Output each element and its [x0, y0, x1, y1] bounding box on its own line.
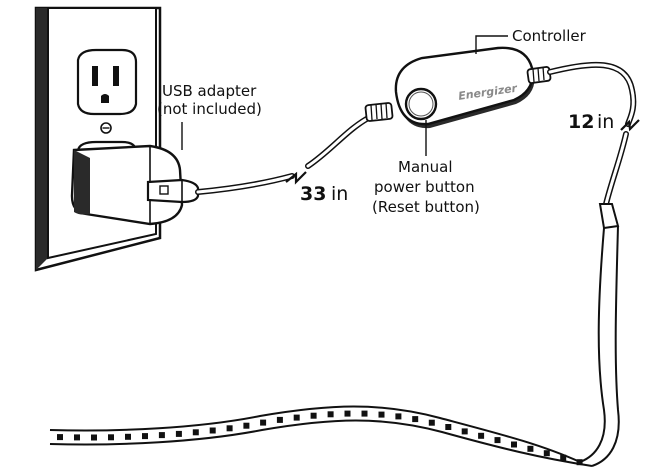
- led-chip: [560, 454, 567, 461]
- led-chip: [478, 432, 485, 439]
- led-chip: [327, 411, 334, 418]
- led-chip: [276, 416, 283, 423]
- controller-label: Controller: [512, 27, 587, 45]
- led-chip: [344, 410, 351, 417]
- plate-screw: [100, 122, 112, 134]
- led-chip: [527, 445, 534, 452]
- led-chip: [243, 422, 250, 429]
- manual-label-line2: power button: [374, 178, 475, 196]
- cable-a-length-unit: in: [331, 183, 348, 205]
- led-chip: [108, 434, 114, 441]
- cable-controller-to-strip: [526, 61, 637, 230]
- cable-break-icon-2: [620, 119, 640, 132]
- manual-label-line3: (Reset button): [372, 198, 480, 216]
- led-chip: [158, 432, 165, 439]
- dimension-cable-a: 33 in: [300, 183, 348, 205]
- dimension-cable-b: 12 in: [568, 111, 614, 133]
- cable-usb-to-controller: [195, 102, 394, 195]
- upper-receptacle: [76, 48, 138, 116]
- wall-outlet-icon: [34, 6, 162, 272]
- label-usb-adapter: USB adapter (not included): [157, 82, 262, 150]
- usb-adapter-icon: [70, 144, 200, 226]
- led-chip: [543, 450, 550, 457]
- led-chip: [74, 434, 80, 441]
- led-chip: [412, 416, 419, 423]
- controller-icon: Energizer: [394, 46, 535, 129]
- cable-b-length-value: 12: [568, 111, 594, 133]
- led-chip: [57, 434, 63, 441]
- led-chip: [260, 419, 267, 426]
- strain-relief-right: [526, 66, 552, 84]
- cable-break-icon: [285, 171, 307, 185]
- led-strip-icon: [49, 225, 620, 467]
- label-controller: Controller: [475, 27, 587, 54]
- cable-a-length-value: 33: [300, 183, 326, 205]
- led-chip: [461, 428, 468, 435]
- label-manual-button: Manual power button (Reset button): [372, 120, 480, 216]
- led-dots: [57, 410, 583, 466]
- controller-leader: [475, 35, 508, 54]
- led-chip: [395, 413, 402, 420]
- led-chip: [209, 427, 216, 434]
- led-chip: [511, 441, 517, 448]
- led-chip: [192, 429, 199, 436]
- led-chip: [576, 459, 583, 466]
- led-chip: [361, 410, 368, 417]
- led-chip: [428, 419, 435, 426]
- led-chip: [226, 425, 233, 432]
- led-chip: [293, 414, 300, 421]
- cable-b-length-unit: in: [597, 111, 614, 133]
- manual-label-line1: Manual: [398, 158, 453, 176]
- usb-adapter-label-line1: USB adapter: [162, 82, 257, 100]
- usb-adapter-label-line2: (not included): [157, 100, 262, 118]
- led-chip: [445, 424, 452, 430]
- led-chip: [494, 437, 501, 444]
- led-chip: [91, 434, 97, 441]
- strain-relief-left: [364, 102, 394, 122]
- led-chip: [378, 411, 385, 418]
- power-button-icon: [404, 87, 438, 121]
- led-chip: [310, 412, 317, 419]
- led-chip: [142, 433, 148, 440]
- led-chip: [175, 430, 182, 437]
- led-chip: [125, 433, 131, 440]
